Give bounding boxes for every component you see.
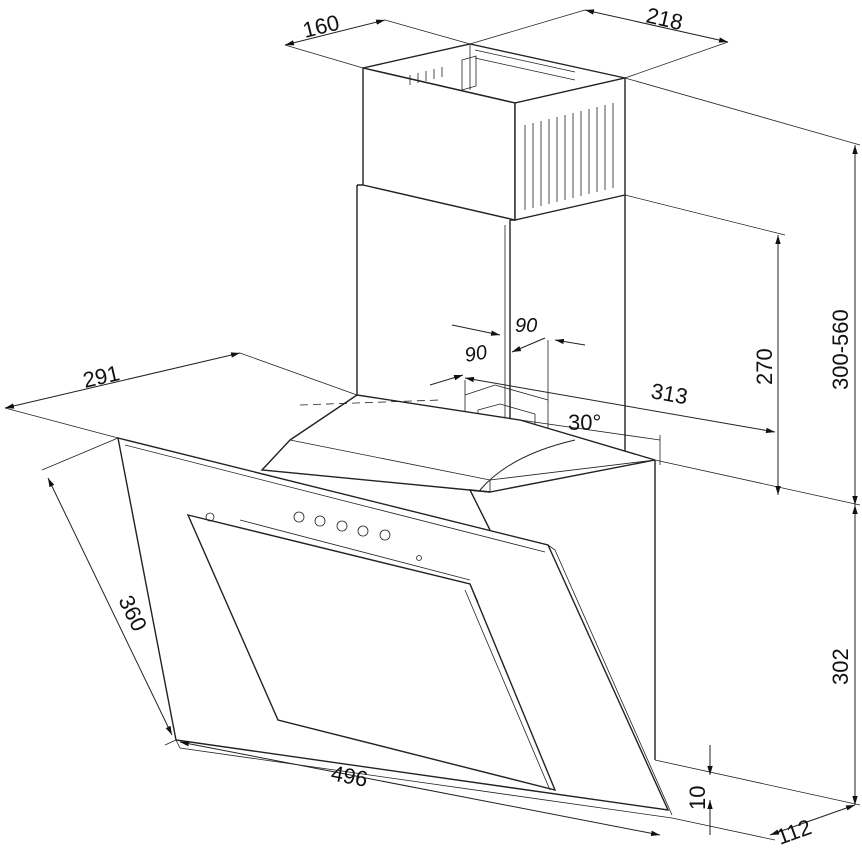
upper-chimney xyxy=(362,43,626,221)
dim-300-560: 300-560 xyxy=(828,309,853,390)
dim-160: 160 xyxy=(300,10,342,43)
dim-90-width: 90 xyxy=(515,315,537,337)
dim-270: 270 xyxy=(752,348,777,385)
dimension-lines xyxy=(4,9,861,841)
vent-slots xyxy=(409,67,614,210)
dim-90-depth: 90 xyxy=(463,341,489,367)
dim-10: 10 xyxy=(685,786,710,810)
dim-291: 291 xyxy=(81,360,122,393)
dim-302: 302 xyxy=(828,648,853,685)
dim-218: 218 xyxy=(644,3,685,36)
control-buttons xyxy=(205,511,422,561)
glass-panel xyxy=(117,437,673,819)
dim-112: 112 xyxy=(773,814,815,849)
dim-30-degrees: 30° xyxy=(568,410,601,435)
dim-360: 360 xyxy=(114,591,153,635)
dim-313: 313 xyxy=(649,378,690,409)
